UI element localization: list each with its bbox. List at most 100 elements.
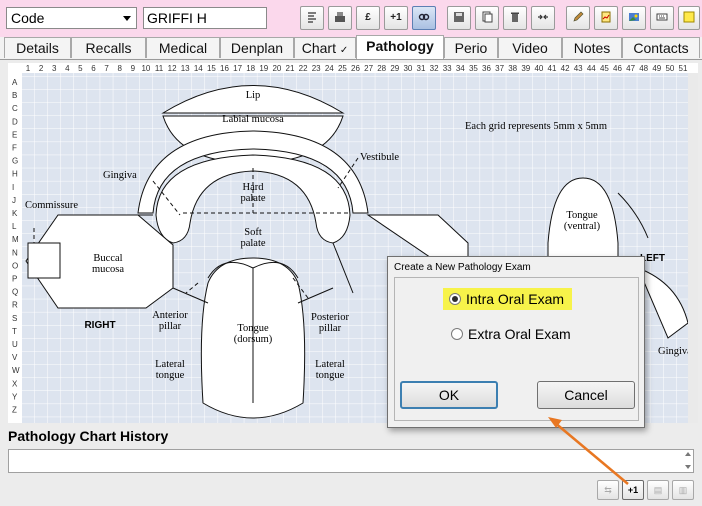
grid-row-letter: I xyxy=(12,183,14,192)
label-lateral-tongue-left-2: tongue xyxy=(156,370,185,381)
intra-oral-label: Intra Oral Exam xyxy=(466,291,565,307)
grid-column-number: 38 xyxy=(508,64,517,73)
grid-column-number: 3 xyxy=(52,64,57,73)
gingiva-right-shape xyxy=(637,267,689,339)
plus-one-label: +1 xyxy=(390,12,402,23)
diagram-lines xyxy=(138,192,649,403)
scroll-down-icon[interactable] xyxy=(685,465,691,469)
delete-button[interactable] xyxy=(503,6,527,30)
keyboard-button[interactable] xyxy=(650,6,674,30)
tab-video[interactable]: Video xyxy=(498,37,562,58)
floppy-icon xyxy=(454,12,464,23)
grid-row-letter: C xyxy=(12,104,18,113)
label-posterior-pillar-2: pillar xyxy=(319,323,342,334)
label-lateral-tongue-right-2: tongue xyxy=(316,370,345,381)
label-posterior-pillar-1: Posterior xyxy=(311,312,349,323)
grid-column-number: 32 xyxy=(430,64,439,73)
grid-column-number: 49 xyxy=(652,64,661,73)
report-button[interactable] xyxy=(594,6,618,30)
grid-column-number: 40 xyxy=(534,64,543,73)
grid-column-number: 30 xyxy=(403,64,412,73)
tab-chart[interactable]: Chart ✓ xyxy=(294,37,356,58)
chevron-down-icon xyxy=(123,16,131,21)
history-list[interactable] xyxy=(8,449,694,473)
arrows-icon xyxy=(538,14,548,20)
grid-column-number: 1 xyxy=(26,64,31,73)
grid-column-number: 27 xyxy=(364,64,373,73)
link-icon xyxy=(418,14,430,21)
code-select[interactable]: Code xyxy=(6,7,137,29)
tab-notes[interactable]: Notes xyxy=(562,37,622,58)
history-delete-button[interactable]: ▥ xyxy=(672,480,694,500)
grid-row-letter: S xyxy=(12,314,17,323)
history-merge-button[interactable]: ⇆ xyxy=(597,480,619,500)
merge-button[interactable] xyxy=(531,6,555,30)
grid-column-number: 14 xyxy=(194,64,203,73)
cancel-button[interactable]: Cancel xyxy=(537,381,635,409)
align-icon xyxy=(308,12,316,24)
label-labial-mucosa: Labial mucosa xyxy=(222,114,284,125)
label-soft-palate-2: palate xyxy=(240,238,265,249)
label-left: LEFT xyxy=(640,253,665,264)
label-tongue-dorsum-1: Tongue xyxy=(237,323,269,334)
grid-column-number: 25 xyxy=(338,64,347,73)
copy-button[interactable] xyxy=(475,6,499,30)
pound-button[interactable]: £ xyxy=(356,6,380,30)
grid-column-number: 41 xyxy=(548,64,557,73)
scroll-up-icon[interactable] xyxy=(685,452,691,456)
radio-selected-icon[interactable] xyxy=(449,293,461,305)
edit-button[interactable] xyxy=(566,6,590,30)
grid-column-number: 6 xyxy=(91,64,96,73)
tab-denplan[interactable]: Denplan xyxy=(220,37,294,58)
history-copy-button[interactable]: ▤ xyxy=(647,480,669,500)
grid-column-number: 48 xyxy=(639,64,648,73)
cash-register-icon xyxy=(335,12,345,23)
chart-scrollbar[interactable] xyxy=(688,73,698,423)
radio-unselected-icon[interactable] xyxy=(451,328,463,340)
save-button[interactable] xyxy=(447,6,471,30)
grid-column-number: 37 xyxy=(495,64,504,73)
new-exam-button[interactable]: +1 xyxy=(622,480,644,500)
grid-row-letter: X xyxy=(12,379,18,388)
tab-medical[interactable]: Medical xyxy=(146,37,220,58)
report-icon xyxy=(601,11,611,23)
grid-column-number: 42 xyxy=(561,64,570,73)
tab-recalls[interactable]: Recalls xyxy=(71,37,146,58)
link-button[interactable] xyxy=(412,6,436,30)
grid-column-number: 16 xyxy=(220,64,229,73)
pencil-icon xyxy=(573,11,584,22)
image-button[interactable] xyxy=(622,6,646,30)
intra-oral-option[interactable]: Intra Oral Exam xyxy=(443,288,573,310)
ok-button[interactable]: OK xyxy=(400,381,498,409)
sticky-note-button[interactable] xyxy=(678,6,700,30)
extra-oral-option[interactable]: Extra Oral Exam xyxy=(451,326,571,342)
grid-column-number: 10 xyxy=(141,64,150,73)
grid-row-letter: R xyxy=(12,301,18,310)
grid-column-number: 4 xyxy=(65,64,70,73)
grid-row-letter: Z xyxy=(12,406,17,415)
label-hard-palate-2: palate xyxy=(240,193,265,204)
lip-shape xyxy=(161,85,345,114)
register-button[interactable] xyxy=(328,6,352,30)
grid-column-number: 24 xyxy=(325,64,334,73)
gingiva-arch xyxy=(155,154,351,244)
tab-pathology[interactable]: Pathology xyxy=(356,35,444,59)
tab-details[interactable]: Details xyxy=(4,37,71,58)
grid-column-number: 35 xyxy=(469,64,478,73)
patient-name-field[interactable]: GRIFFI H xyxy=(143,7,267,29)
grid-column-number: 2 xyxy=(39,64,44,73)
grid-row-letter: Y xyxy=(12,392,18,401)
grid-row-letter: J xyxy=(12,196,16,205)
tab-perio[interactable]: Perio xyxy=(444,37,498,58)
label-commissure: Commissure xyxy=(25,200,78,211)
label-lateral-tongue-left-1: Lateral xyxy=(155,359,185,370)
tab-contacts[interactable]: Contacts xyxy=(622,37,700,58)
label-soft-palate-1: Soft xyxy=(244,227,262,238)
label-anterior-pillar-1: Anterior xyxy=(152,310,188,321)
label-grid-note: Each grid represents 5mm x 5mm xyxy=(465,121,607,132)
plus-one-button[interactable]: +1 xyxy=(384,6,408,30)
align-button[interactable] xyxy=(300,6,324,30)
trash-icon xyxy=(511,12,519,23)
grid-row-letter: H xyxy=(12,170,18,179)
